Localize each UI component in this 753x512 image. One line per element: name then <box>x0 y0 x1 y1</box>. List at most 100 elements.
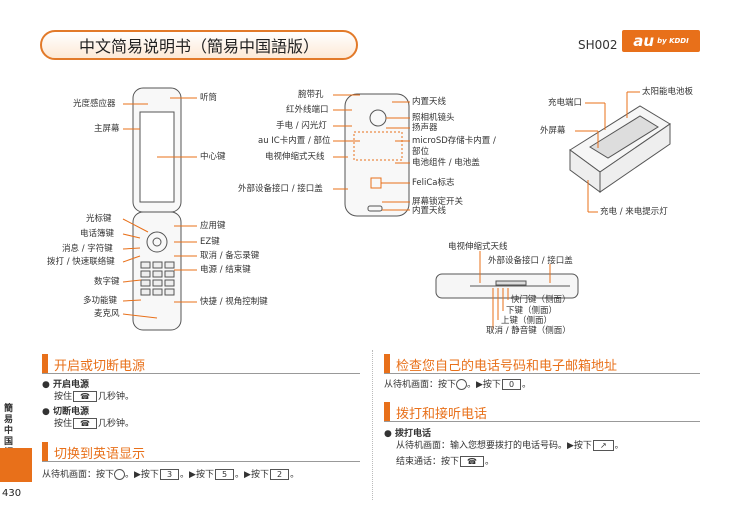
call-key-icon: ↗ <box>592 440 614 451</box>
label-ext-port: 外部设备接口 / 接口盖 <box>238 184 323 194</box>
english-prefix: 从待机画面：按下 <box>42 470 115 480</box>
call-line-2: 结束通话：按下☎。 <box>396 456 494 468</box>
label-side-ext-port: 外部设备接口 / 接口盖 <box>488 256 573 266</box>
label-dial-key: 拨打 / 快速联络键 <box>47 257 115 267</box>
front-leader-lines <box>122 97 197 319</box>
phone-back-illustration <box>344 93 410 217</box>
center-key-icon <box>456 379 468 390</box>
label-solar-panel: 太阳能电池板 <box>642 87 694 97</box>
english-sep-2: 。▶按下 <box>180 470 214 480</box>
label-speaker: 扬声器 <box>412 123 438 133</box>
label-charge-port: 充电端口 <box>548 98 583 108</box>
page-title: 中文简易说明书（簡易中国語版） <box>40 30 358 60</box>
label-microsd-2: 部位 <box>412 147 430 157</box>
call-sub-title-text: 拨打电话 <box>395 429 432 439</box>
power-on-title: ● 开启电源 <box>42 380 90 390</box>
section-call-header: 拨打和接听电话 <box>384 402 700 422</box>
label-side-tv-antenna: 电视伸缩式天线 <box>448 242 508 252</box>
power-off-title: ● 切断电源 <box>42 407 90 417</box>
section-check-title: 检查您自己的电话号码和电子邮箱地址 <box>396 359 618 374</box>
label-earpiece: 听筒 <box>200 93 218 103</box>
phone-front-illustration <box>132 87 182 331</box>
label-message-key: 消息 / 字符键 <box>62 244 113 254</box>
key-0-icon: 0 <box>501 379 522 390</box>
label-power-key: 电源 / 结束键 <box>200 265 251 275</box>
label-cancel-silent-key: 取消 / 静音键（侧面） <box>486 326 571 336</box>
column-divider <box>372 350 373 500</box>
section-check-header: 检查您自己的电话号码和电子邮箱地址 <box>384 354 700 374</box>
center-key-icon <box>114 469 126 480</box>
label-number-key: 数字键 <box>94 277 120 287</box>
label-felica: FeliCa标志 <box>412 178 455 188</box>
label-strap-hole: 腕带孔 <box>298 90 324 100</box>
power-on-text-suffix: 几秒钟。 <box>97 392 134 402</box>
label-cancel-key: 取消 / 备忘录键 <box>200 251 260 261</box>
label-microsd: microSD存储卡内置 / <box>412 136 496 146</box>
label-battery: 电池组件 / 电池盖 <box>412 158 480 168</box>
section-call-title: 拨打和接听电话 <box>396 407 488 422</box>
label-shortcut-key: 快捷 / 视角控制键 <box>200 297 268 307</box>
label-up-key: 上键（侧面） <box>501 316 553 326</box>
section-bar <box>384 402 390 421</box>
label-app-key: 应用键 <box>200 221 226 231</box>
english-sep-3: 。▶按下 <box>235 470 269 480</box>
label-main-screen: 主屏幕 <box>94 124 120 134</box>
section-english-title: 切换到英语显示 <box>54 447 146 462</box>
phone-closed-illustration <box>569 105 671 193</box>
label-down-key: 下键（侧面） <box>506 306 558 316</box>
label-camera: 照相机镜头 <box>412 113 455 123</box>
model-name: SH002 <box>578 38 618 52</box>
label-multi-key: 多功能键 <box>83 296 118 306</box>
label-light-sensor: 光度感应器 <box>73 99 116 109</box>
page-title-text: 中文简易说明书（簡易中国語版） <box>78 37 319 56</box>
english-end: 。 <box>290 470 300 480</box>
label-tv-antenna: 电视伸缩式天线 <box>265 152 325 162</box>
label-phonebook-key: 电话簿键 <box>80 229 115 239</box>
label-flash: 手电 / 闪光灯 <box>276 121 327 131</box>
label-outer-screen: 外屏幕 <box>540 126 566 136</box>
power-on-text-prefix: 按住 <box>54 392 73 402</box>
key-3-icon: 3 <box>159 469 180 480</box>
call-line-1-text: 从待机画面：输入您想要拨打的电话号码。▶按下 <box>396 441 592 451</box>
brand-text: au <box>633 32 655 50</box>
label-center-key: 中心键 <box>200 152 226 162</box>
check-prefix: 从待机画面：按下 <box>384 380 457 390</box>
call-line-2-text: 结束通话：按下 <box>396 457 460 467</box>
back-leader-lines <box>333 94 410 211</box>
phone-diagram <box>122 87 671 331</box>
key-5-icon: 5 <box>214 469 235 480</box>
call-line-1: 从待机画面：输入您想要拨打的电话号码。▶按下↗。 <box>396 440 624 452</box>
label-ez-key: EZ键 <box>200 237 220 247</box>
label-ic-card: au IC卡内置 / 部位 <box>258 136 331 146</box>
label-shutter-key: 快门键（侧面） <box>511 295 571 305</box>
section-bar <box>42 442 48 461</box>
label-antenna-bottom: 内置天线 <box>412 206 447 216</box>
label-antenna-top: 内置天线 <box>412 97 447 107</box>
call-sub-title: ● 拨打电话 <box>384 429 432 439</box>
brand-sub: by KDDI <box>657 37 689 45</box>
end-key-icon: ☎ <box>460 456 484 467</box>
power-off-text: 按住☎几秒钟。 <box>54 418 134 430</box>
power-key-icon: ☎ <box>73 418 97 429</box>
closed-leader-lines <box>575 91 640 213</box>
power-off-title-text: 切断电源 <box>53 407 90 417</box>
section-power-header: 开启或切断电源 <box>42 354 360 374</box>
label-cursor-key: 光标键 <box>86 214 112 224</box>
side-leader-lines <box>479 251 551 330</box>
phone-side-illustration <box>435 273 579 299</box>
label-charge-led: 充电 / 来电提示灯 <box>600 207 668 217</box>
power-on-text: 按住☎几秒钟。 <box>54 391 134 403</box>
sidebar-tab <box>0 448 32 482</box>
check-sep: 。▶按下 <box>467 380 501 390</box>
power-off-text-prefix: 按住 <box>54 419 73 429</box>
call-line-1-end: 。 <box>614 441 624 451</box>
power-key-icon: ☎ <box>73 391 97 402</box>
section-power-title: 开启或切断电源 <box>54 359 146 374</box>
label-microphone: 麦克风 <box>94 309 120 319</box>
english-sep-1: 。▶按下 <box>125 470 159 480</box>
call-line-2-end: 。 <box>484 457 494 467</box>
section-bar <box>384 354 390 373</box>
